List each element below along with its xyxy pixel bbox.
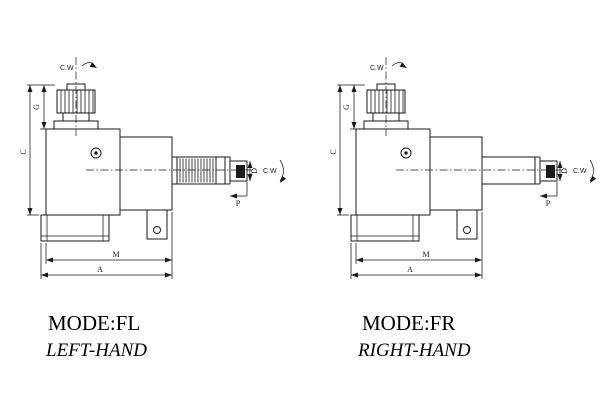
thread-boundaries — [176, 157, 217, 184]
thread-section — [176, 157, 217, 184]
right-mode-label: MODE:FR — [362, 311, 455, 335]
right-hand-label: RIGHT-HAND — [357, 340, 471, 361]
thread-hatching — [179, 158, 214, 183]
left-hand-label: LEFT-HAND — [45, 340, 147, 361]
left-mode-label: MODE:FL — [48, 311, 140, 335]
drawing-left-unit — [18, 56, 287, 280]
drawing-right-unit — [328, 56, 597, 280]
